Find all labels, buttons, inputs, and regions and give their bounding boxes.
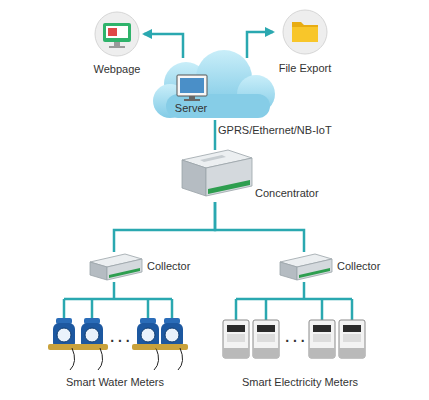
drop-line xyxy=(265,299,268,320)
collector-node: Collector xyxy=(276,252,380,282)
connector xyxy=(303,282,306,298)
collector-device xyxy=(280,254,332,280)
webpage-icon xyxy=(95,12,139,56)
drop-line xyxy=(147,299,150,318)
connector xyxy=(144,34,183,58)
monitor-screen xyxy=(180,78,204,93)
meter-group: Smart Electricity Meters xyxy=(215,298,385,393)
screen-stand xyxy=(114,42,120,46)
edge-label: GPRS/Ethernet/NB-IoT xyxy=(218,124,332,137)
node-label: Concentrator xyxy=(255,187,327,200)
device-label-plate xyxy=(200,155,226,162)
screen xyxy=(103,23,131,42)
webpage-node: Webpage xyxy=(90,11,144,77)
screen-block xyxy=(108,28,117,36)
node-label: Collector xyxy=(147,260,197,273)
device-side xyxy=(206,158,252,196)
concentrator-device xyxy=(182,150,252,196)
device-front xyxy=(280,262,297,280)
monitor-stand xyxy=(189,96,195,99)
node-label: File Export xyxy=(265,62,345,75)
folder-icon xyxy=(283,10,327,54)
electricity-meter xyxy=(253,320,279,358)
meter-group: Smart Water Meters xyxy=(40,298,190,393)
node-label: Collector xyxy=(337,260,387,273)
connector xyxy=(247,32,273,58)
meter-bus xyxy=(64,299,352,320)
bus-line xyxy=(236,298,352,301)
server-node: Server xyxy=(155,58,275,120)
icon-circle xyxy=(95,12,139,56)
concentrator-node: Concentrator xyxy=(178,150,313,202)
node-label: Webpage xyxy=(82,63,152,76)
device-side xyxy=(107,259,142,280)
ellipsis-label: . . . xyxy=(279,329,311,345)
device-front xyxy=(182,160,206,196)
connector xyxy=(113,282,116,298)
drop-line xyxy=(171,299,174,318)
monitor-base xyxy=(184,99,200,101)
node-label: Smart Water Meters xyxy=(25,376,205,389)
terminal-strip xyxy=(299,268,330,278)
device-side xyxy=(297,259,332,280)
folder-back xyxy=(292,22,318,42)
connector xyxy=(214,120,217,150)
folder-front xyxy=(292,27,318,42)
bus-line xyxy=(64,298,172,301)
electricity-meter xyxy=(339,320,365,358)
icon-circle xyxy=(283,10,327,54)
node-label: Smart Electricity Meters xyxy=(200,376,400,389)
terminal-strip xyxy=(109,268,140,278)
monitor xyxy=(177,75,207,96)
electricity-meter xyxy=(223,320,249,358)
terminal-strip xyxy=(208,180,250,194)
drop-line xyxy=(321,299,324,320)
server-cloud xyxy=(153,50,275,118)
water-meter xyxy=(48,318,80,370)
screen-base xyxy=(109,46,125,48)
water-meter xyxy=(76,318,108,370)
water-meter xyxy=(156,318,188,370)
node-label: Server xyxy=(161,102,221,115)
ellipsis-label: . . . xyxy=(104,329,136,345)
drop-line xyxy=(63,299,66,318)
collector-node: Collector xyxy=(86,252,190,282)
electricity-meter xyxy=(309,320,335,358)
drop-line xyxy=(91,299,94,318)
device-front xyxy=(90,262,107,280)
connector xyxy=(215,202,304,252)
connector xyxy=(114,202,215,252)
collector-device xyxy=(90,254,142,280)
drop-line xyxy=(235,299,238,320)
screen-window xyxy=(106,26,128,38)
drop-line xyxy=(351,299,354,320)
file-export-node: File Export xyxy=(273,10,337,76)
